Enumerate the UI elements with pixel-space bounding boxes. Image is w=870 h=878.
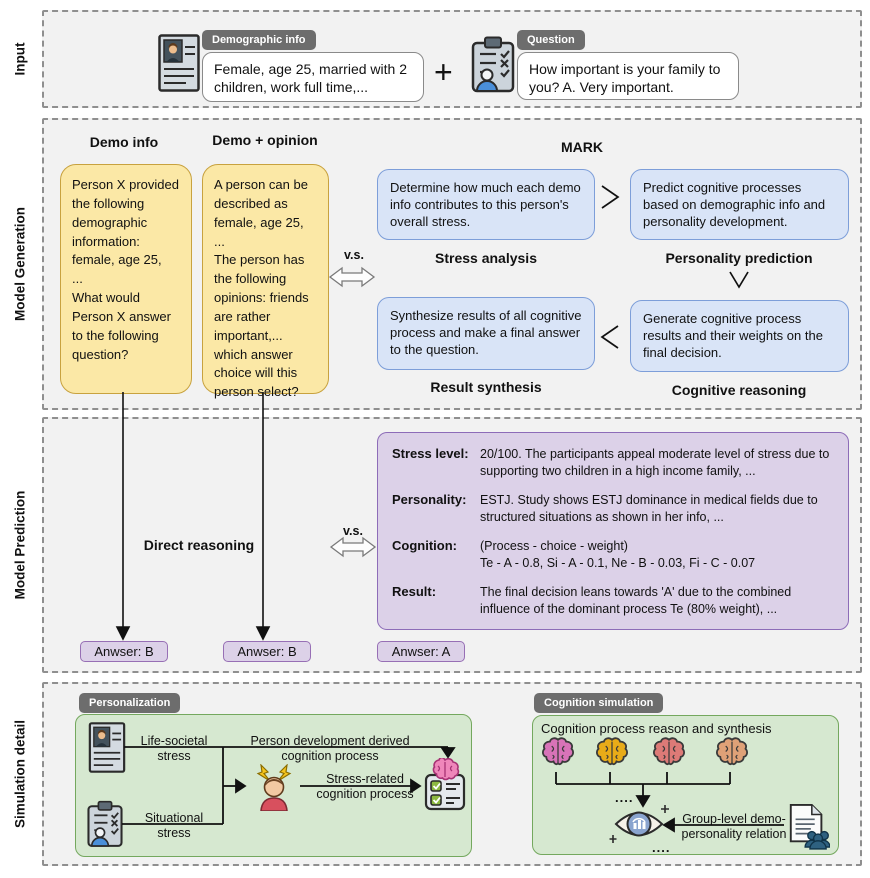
- stress-related-label: Stress-related cognition process: [316, 772, 414, 801]
- ellipsis-bottom: ....: [652, 840, 671, 855]
- demographic-info-tag: Demographic info: [202, 30, 316, 50]
- personality-text: ESTJ. Study shows ESTJ dominance in medi…: [480, 493, 818, 524]
- document-people-icon: [789, 804, 830, 850]
- personality-prediction-caption: Personality prediction: [665, 250, 813, 266]
- section-label-simulation-detail: Simulation detail: [12, 719, 28, 829]
- brain-icon-1: [542, 737, 574, 766]
- model-generation-section: Demo info Demo + opinion MARK Person X p…: [42, 118, 862, 410]
- stressed-person-icon: [256, 764, 292, 811]
- demo-opinion-header: Demo + opinion: [212, 132, 318, 148]
- cognition-label: Cognition:: [392, 538, 457, 553]
- result-row: Result: The final decision leans towards…: [392, 584, 834, 617]
- personalization-tag: Personalization: [79, 693, 181, 713]
- demo-info-prompt-box: Person X provided the following demograp…: [60, 164, 192, 394]
- question-tag: Question: [517, 30, 585, 50]
- plus-sign: +: [434, 54, 453, 90]
- answer-demo-box: Anwser: B: [80, 641, 168, 662]
- demo-opinion-prompt-box: A person can be described as female, age…: [202, 164, 329, 399]
- stress-level-label: Stress level:: [392, 446, 469, 461]
- demographic-info-bubble: Female, age 25, married with 2 children,…: [202, 52, 424, 102]
- simulation-detail-section: Personalization Life-societal stress: [42, 682, 862, 866]
- vs-label-prediction: v.s.: [343, 524, 363, 538]
- vs-label-generation: v.s.: [344, 248, 364, 262]
- cognitive-reasoning-box: Generate cognitive process results and t…: [630, 300, 849, 372]
- section-label-model-prediction: Model Prediction: [12, 490, 28, 600]
- mark-header: MARK: [561, 139, 603, 155]
- situational-clipboard-icon: [87, 800, 123, 847]
- question-bubble: How important is your family to you? A. …: [517, 52, 739, 100]
- result-synthesis-caption: Result synthesis: [430, 379, 542, 395]
- cognitive-reasoning-caption: Cognitive reasoning: [671, 382, 807, 398]
- stress-analysis-box: Determine how much each demo info contri…: [377, 169, 595, 240]
- stress-level-text: 20/100. The participants appeal moderate…: [480, 447, 830, 478]
- brain-icon-2: [596, 737, 628, 766]
- cognition-row: Cognition: (Process - choice - weight) T…: [392, 538, 834, 571]
- group-level-relation-label: Group-level demo- personality relation: [681, 812, 787, 841]
- ellipsis-top: ....: [615, 790, 634, 805]
- cognition-simulation-box: [532, 715, 839, 855]
- brain-icon-4: [716, 737, 748, 766]
- situational-stress-label: Situational stress: [144, 811, 204, 840]
- life-societal-stress-label: Life-societal stress: [140, 734, 208, 763]
- result-text: The final decision leans towards 'A' due…: [480, 585, 792, 616]
- stress-analysis-caption: Stress analysis: [435, 250, 537, 266]
- section-label-model-generation: Model Generation: [12, 206, 28, 322]
- answer-mark-box: Anwser: A: [377, 641, 465, 662]
- cognition-checklist-icon: [424, 758, 466, 811]
- model-prediction-section: Direct reasoning v.s. Stress level: 20/1…: [42, 417, 862, 673]
- answer-opinion-box: Anwser: B: [223, 641, 311, 662]
- personality-row: Personality: ESTJ. Study shows ESTJ domi…: [392, 492, 834, 525]
- input-section: Demographic info Female, age 25, married…: [42, 10, 862, 108]
- demo-info-header: Demo info: [89, 134, 159, 150]
- personality-label: Personality:: [392, 492, 467, 507]
- mark-result-box: Stress level: 20/100. The participants a…: [377, 432, 849, 630]
- result-synthesis-box: Synthesize results of all cognitive proc…: [377, 297, 595, 370]
- personality-prediction-box: Predict cognitive processes based on dem…: [630, 169, 849, 240]
- group-analysis-eye-icon: [609, 805, 669, 843]
- cognition-simulation-tag: Cognition simulation: [534, 693, 664, 713]
- person-development-label: Person development derived cognition pro…: [250, 734, 410, 763]
- result-label: Result:: [392, 584, 437, 599]
- direct-reasoning-label: Direct reasoning: [143, 537, 255, 553]
- cognition-text: (Process - choice - weight) Te - A - 0.8…: [480, 539, 756, 570]
- resume-icon-small: [88, 722, 126, 773]
- stress-level-row: Stress level: 20/100. The participants a…: [392, 446, 834, 479]
- section-label-input: Input: [12, 42, 28, 76]
- question-clipboard-icon: [471, 36, 515, 93]
- resume-icon: [158, 34, 200, 92]
- brain-icon-3: [653, 737, 685, 766]
- cognition-process-title: Cognition process reason and synthesis: [541, 721, 772, 736]
